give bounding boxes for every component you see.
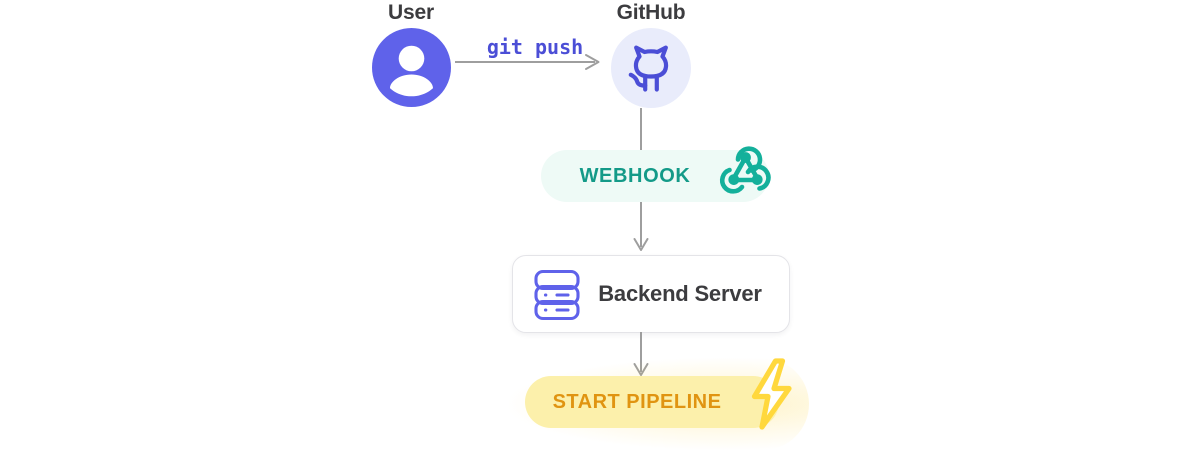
arrow-user-to-github bbox=[455, 54, 600, 70]
github-node-title: GitHub bbox=[616, 1, 686, 24]
arrow-server-to-pipeline bbox=[633, 332, 649, 376]
start-pipeline-label: START PIPELINE bbox=[552, 390, 722, 413]
backend-server-label: Backend Server bbox=[598, 281, 762, 306]
webhook-badge-label: WEBHOOK bbox=[579, 164, 691, 187]
start-pipeline-badge[interactable] bbox=[525, 376, 779, 428]
arrow-webhook-to-server bbox=[633, 205, 649, 251]
backend-server-node[interactable]: Backend Server bbox=[512, 255, 790, 333]
user-avatar-icon bbox=[372, 28, 451, 107]
webhook-icon bbox=[715, 140, 775, 200]
lightning-bolt-icon bbox=[744, 358, 800, 430]
user-node-title: User bbox=[388, 1, 434, 24]
github-octocat-icon bbox=[611, 28, 691, 108]
server-stack-icon bbox=[529, 266, 585, 322]
git-push-edge-label: git push bbox=[486, 35, 584, 59]
